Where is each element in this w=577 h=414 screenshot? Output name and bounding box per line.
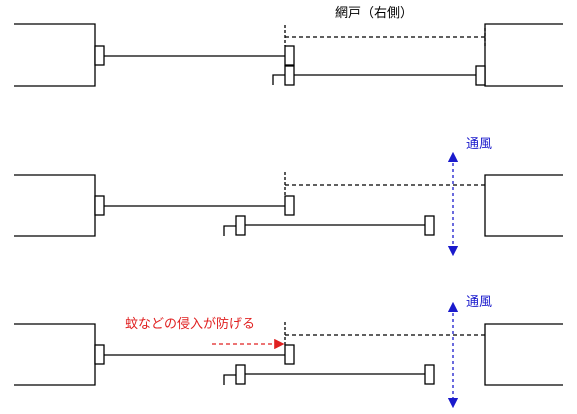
left-sash-frame [94,45,105,66]
left-sash-frame [94,195,105,216]
left-sash-handle [284,344,295,365]
ventilation-label-2: 通風 [466,295,493,310]
row-mosquito [14,301,563,409]
left-sash-handle [284,45,295,66]
right-sash-frame-left [284,65,295,86]
right-wall [484,323,563,386]
left-sash-frame [94,344,105,365]
left-sash-handle [284,195,295,216]
row-ventilation [14,151,563,257]
right-sash-frame-left [235,364,246,385]
right-sash-frame-right [475,65,486,86]
left-wall [14,174,96,237]
right-sash-frame-left [235,215,246,236]
left-wall [14,323,96,386]
right-wall [484,174,563,237]
mosquito-label: 蚊などの侵入が防げる [125,317,256,332]
ventilation-label-1: 通風 [466,137,493,152]
right-sash-frame-right [424,364,435,385]
right-sash-frame-right [424,215,435,236]
screen-door-label: 網戸（右側） [335,6,414,21]
right-wall [484,23,563,87]
right-sash-hook [223,374,236,385]
right-sash-hook [223,225,236,236]
row-closed [14,23,563,87]
right-sash-hook [272,74,285,85]
left-wall [14,23,96,87]
